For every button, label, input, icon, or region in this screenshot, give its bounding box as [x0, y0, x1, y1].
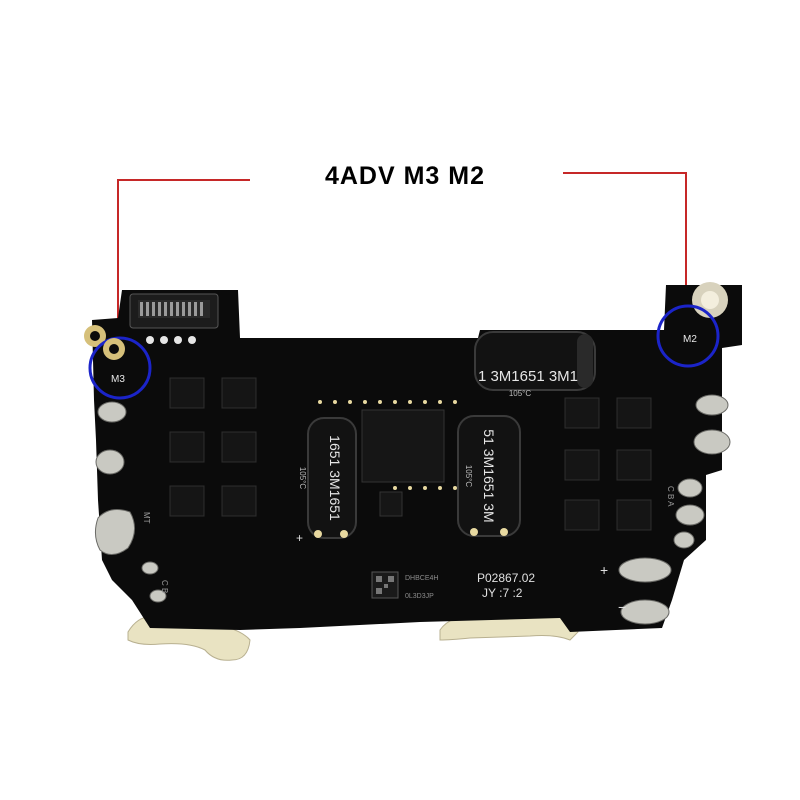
qr-text-top: DHBCE4H [405, 575, 438, 582]
phase-label-left: C B [160, 580, 169, 593]
fpc-connector [129, 293, 219, 329]
capacitor-left: 1651 3M1651 105°C [298, 417, 357, 539]
center-ics [361, 409, 445, 517]
m2-marker: M2 [656, 304, 720, 368]
solder-blobs [94, 394, 731, 625]
m3-highlight-circle [88, 336, 152, 400]
minus-sign-right: − [618, 599, 626, 615]
capacitor-top-sub: 105°C [509, 389, 532, 398]
phase-label-right: C B A [666, 486, 675, 507]
qr-text-bottom: 0L3D3JP [405, 593, 434, 600]
capacitor-top: 1 3M1651 3M1 105°C [474, 331, 596, 398]
pads-dots [318, 400, 457, 490]
m2-label: M2 [683, 334, 697, 345]
callout-lines [117, 172, 687, 330]
mosfet-chips [169, 377, 652, 531]
callout-line-right [563, 172, 687, 300]
capacitor-left-label: 1651 3M1651 [327, 435, 343, 521]
plus-sign-left: + [296, 531, 303, 545]
mt-label: MT [142, 512, 151, 524]
qr-code: DHBCE4H 0L3D3JP [371, 571, 438, 600]
capacitor-right-label: 51 3M1651 3M [481, 429, 497, 522]
m2-highlight-circle [656, 304, 720, 368]
plus-sign-right: + [600, 562, 608, 578]
capacitor-right-temp: 105°C [464, 465, 473, 488]
m3-marker: M3 [88, 336, 152, 400]
part-number: P02867.02 [477, 571, 535, 585]
callout-line-left [117, 179, 250, 330]
capacitor-top-label: 1 3M1651 3M1 [478, 368, 578, 385]
capacitor-left-temp: 105°C [298, 467, 307, 490]
capacitor-right: 51 3M1651 3M 105°C [457, 415, 521, 537]
gold-pads [84, 282, 728, 347]
m3-label: M3 [111, 374, 125, 385]
diagram-title: 4ADV M3 M2 [324, 162, 486, 190]
date-code: JY :7 :2 [482, 586, 523, 600]
